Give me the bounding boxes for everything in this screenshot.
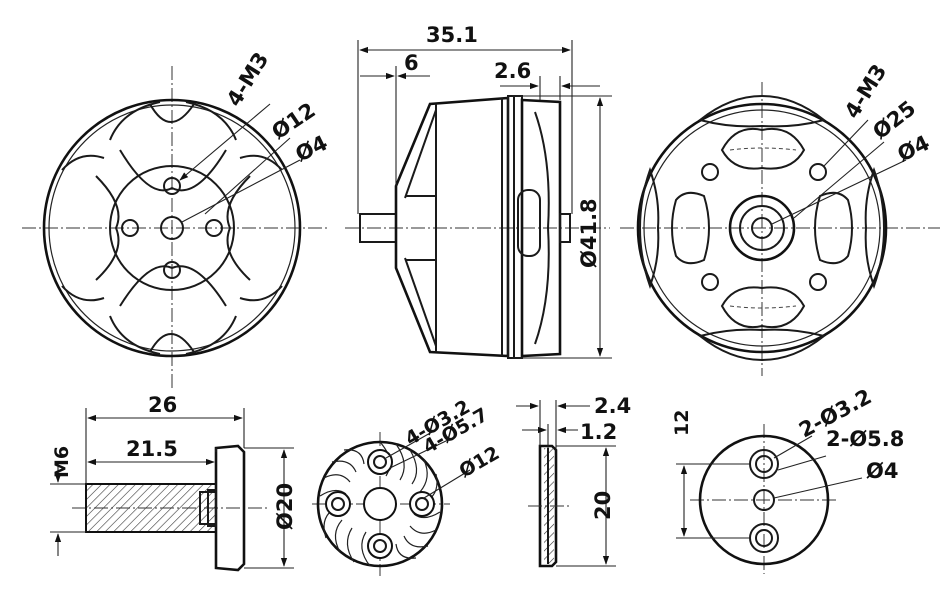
washer-serrations xyxy=(319,441,441,567)
adapter-thread-label: M6 xyxy=(51,446,73,478)
rear-bore-label: Ø4 xyxy=(894,131,934,167)
adapter-flange-label: Ø20 xyxy=(273,483,297,530)
front-view: 4-M3 Ø12 Ø4 xyxy=(22,48,331,390)
side-view: 35.1 6 2.6 Ø41.8 xyxy=(345,23,612,359)
washer-side-thickness-label: 2.4 xyxy=(594,394,631,418)
cover-spacing-label: 12 xyxy=(671,410,693,436)
prop-washer-face: 4-Ø3.2 4-Ø5.7 Ø12 xyxy=(312,396,503,576)
front-spokes xyxy=(61,101,283,355)
washer-pitch-label: Ø12 xyxy=(456,442,504,482)
cover-bore-label: Ø4 xyxy=(866,459,898,483)
adapter-thread-length-label: 21.5 xyxy=(126,437,178,461)
side-diameter-label: Ø41.8 xyxy=(577,198,601,268)
side-shaft-length-label: 6 xyxy=(404,51,419,75)
washer-side-height-label: 20 xyxy=(591,491,615,520)
adapter-total-length-label: 26 xyxy=(148,393,177,417)
washer-side-step-label: 1.2 xyxy=(580,420,617,444)
side-length-label: 35.1 xyxy=(426,23,478,47)
side-base-thickness-label: 2.6 xyxy=(494,59,531,83)
rear-view: 4-M3 Ø25 Ø4 xyxy=(620,60,940,376)
prop-washer-side: 2.4 1.2 20 xyxy=(516,394,631,568)
front-holes-label: 4-M3 xyxy=(222,48,274,111)
cover-counterbore-label: 2-Ø5.8 xyxy=(826,427,904,451)
prop-adapter: 26 21.5 M6 Ø20 xyxy=(50,393,297,572)
cover-plate: 12 2-Ø3.2 2-Ø5.8 Ø4 xyxy=(671,384,904,574)
